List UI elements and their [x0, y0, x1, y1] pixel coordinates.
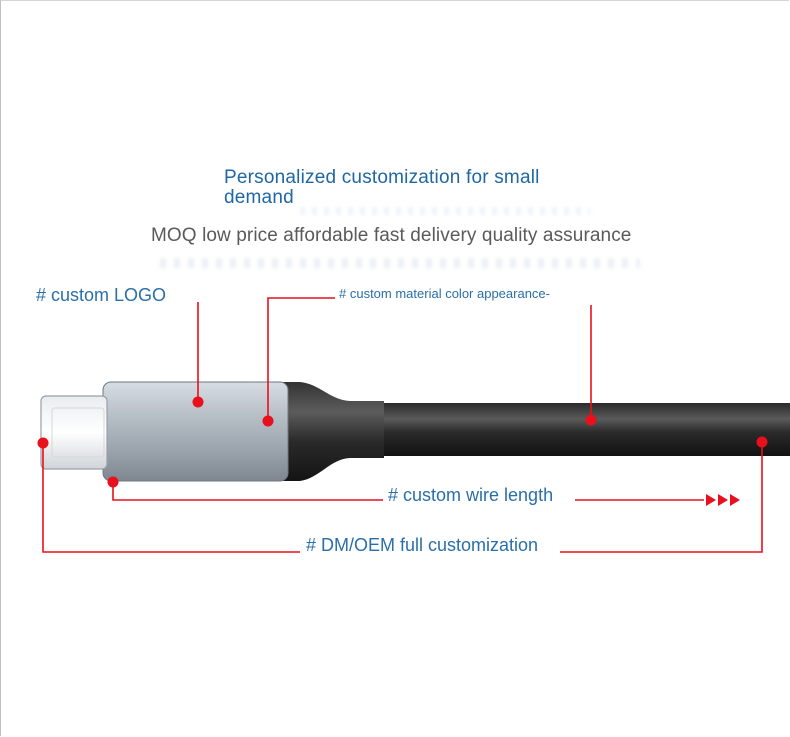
- marker-dot-housing-material: [262, 415, 274, 427]
- marker-dot-oem-cable: [756, 436, 768, 448]
- leader-lines: [42, 297, 763, 553]
- callout-custom-wire-length: # custom wire length: [384, 485, 558, 506]
- strain-relief-boot: [282, 382, 384, 481]
- leader-line-oem-left: [42, 443, 300, 553]
- headline: Personalized customization for small dem…: [224, 167, 540, 208]
- leader-line-wire-length-left: [112, 482, 383, 501]
- subline: MOQ low price affordable fast delivery q…: [151, 225, 632, 246]
- blurred-text-decoration-2: [300, 207, 590, 215]
- marker-dot-oem-tip: [37, 437, 49, 449]
- callout-custom-material: # custom material color appearance-: [335, 286, 554, 301]
- callout-custom-logo: # custom LOGO: [32, 285, 171, 306]
- marker-dot-logo: [192, 396, 204, 408]
- marker-dot-cable-material: [585, 414, 597, 426]
- cable-wire: [380, 403, 790, 456]
- marker-dots: [37, 396, 768, 488]
- usb-c-plug-tip: [40, 395, 108, 470]
- callout-dm-oem: # DM/OEM full customization: [302, 535, 543, 556]
- connector-housing: [102, 381, 289, 482]
- blurred-text-decoration: [160, 258, 640, 268]
- marker-dot-wire-length: [107, 476, 119, 488]
- leader-line-oem-right: [560, 442, 763, 553]
- triple-chevron-right-icon: [706, 494, 740, 506]
- leader-line-material-left: [267, 297, 336, 421]
